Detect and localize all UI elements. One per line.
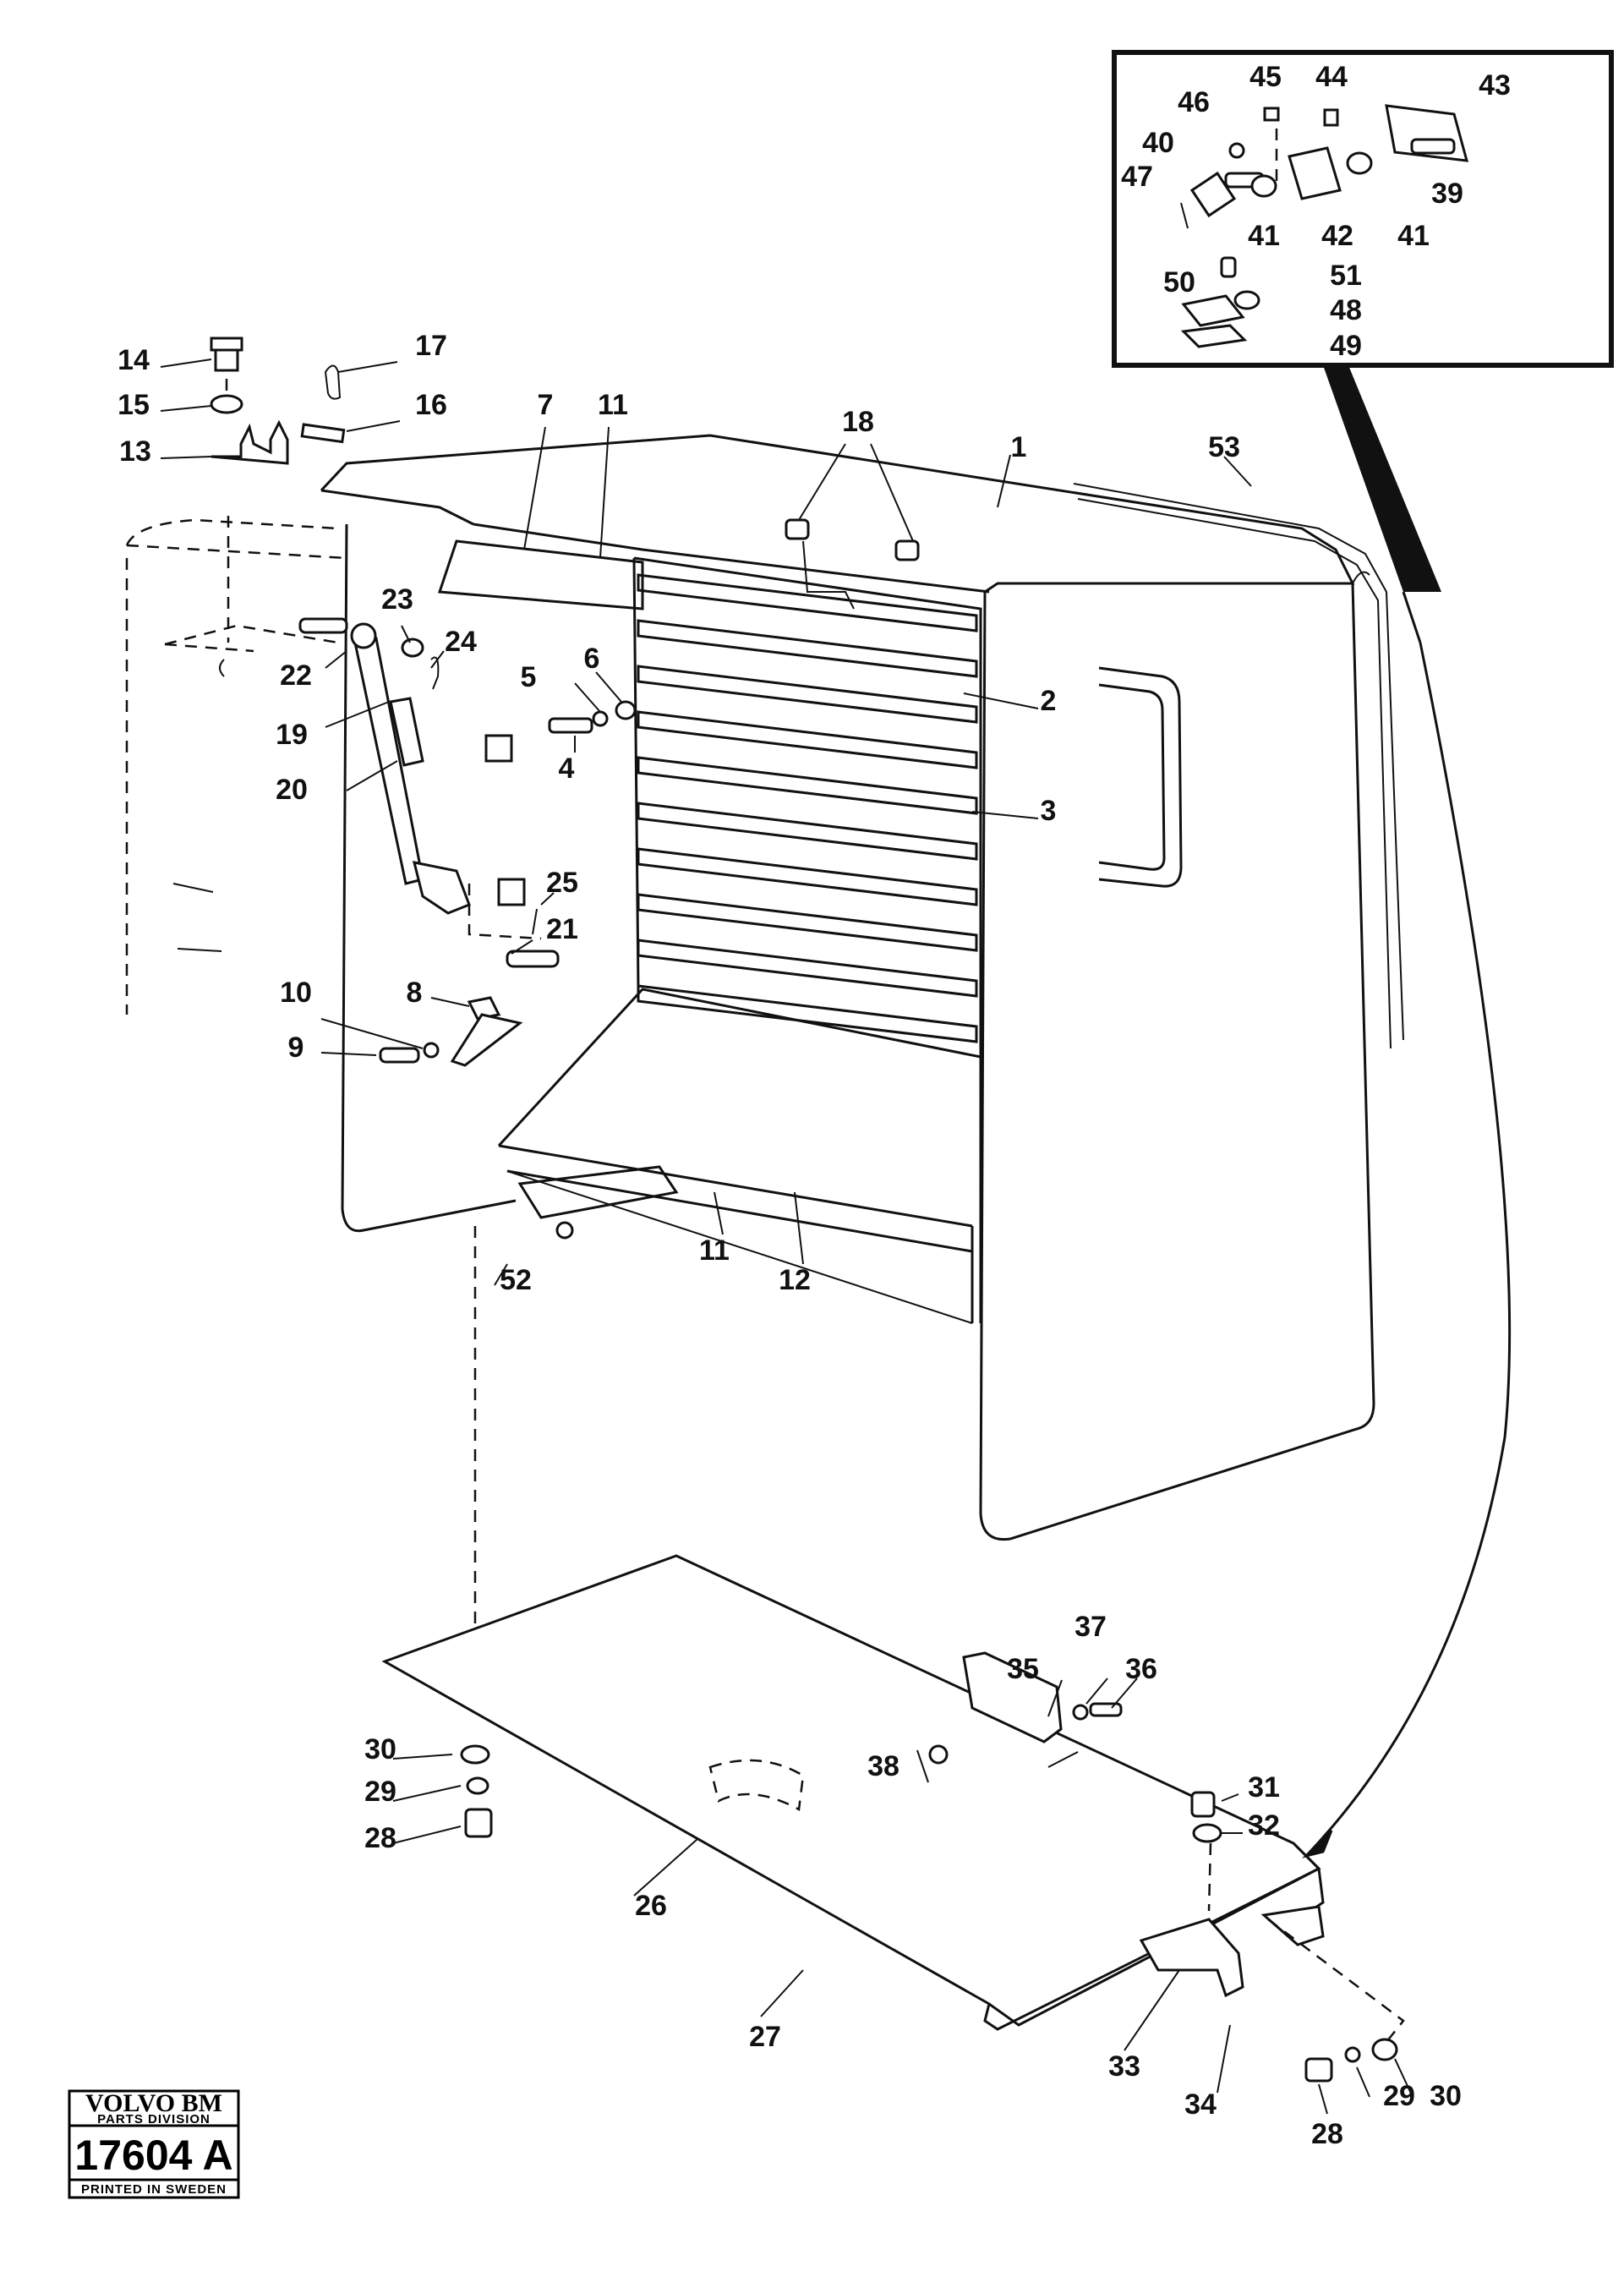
part-label-26: 26 — [635, 1890, 667, 1922]
part-label-21: 21 — [546, 913, 578, 945]
gas-spring-assembly — [298, 617, 560, 968]
part-label-24: 24 — [445, 626, 477, 658]
part-label-52: 52 — [500, 1264, 532, 1296]
part-label-48: 48 — [1330, 294, 1362, 326]
part-label-4: 4 — [559, 753, 575, 785]
part-label-8: 8 — [407, 977, 423, 1009]
part-label-29a: 29 — [364, 1776, 396, 1808]
grille-louvres — [637, 573, 978, 1043]
part-label-29b: 29 — [1383, 2080, 1415, 2112]
part-label-30b: 30 — [1430, 2080, 1462, 2112]
part-label-39: 39 — [1431, 178, 1463, 210]
part-label-7: 7 — [538, 389, 554, 421]
part-label-23: 23 — [381, 583, 413, 616]
part-label-44: 44 — [1315, 61, 1348, 93]
part-label-15: 15 — [118, 389, 150, 421]
mounting-frame-outline — [125, 516, 542, 1015]
part-label-53: 53 — [1208, 431, 1240, 463]
part-label-49: 49 — [1330, 330, 1362, 362]
part-label-37: 37 — [1074, 1611, 1107, 1643]
part-label-30a: 30 — [364, 1733, 396, 1765]
stamp-brand: VOLVO BM — [85, 2089, 222, 2117]
part-label-14: 14 — [118, 344, 150, 376]
part-label-17: 17 — [415, 330, 447, 362]
louvre-slat — [637, 939, 978, 998]
part-label-41b: 41 — [1397, 220, 1430, 252]
part-label-47: 47 — [1121, 161, 1153, 193]
part-label-35: 35 — [1007, 1653, 1039, 1685]
hinge-bracket-assembly — [210, 337, 346, 465]
part-label-2: 2 — [1041, 685, 1057, 717]
part-label-45: 45 — [1249, 61, 1282, 93]
hood-housing — [320, 434, 1404, 1541]
louvre-slat — [637, 619, 978, 678]
part-label-28b: 28 — [1311, 2118, 1343, 2150]
part-label-25: 25 — [546, 867, 578, 899]
part-label-31: 31 — [1248, 1771, 1280, 1804]
part-label-19: 19 — [276, 719, 308, 751]
part-label-11b: 11 — [699, 1234, 730, 1267]
louvre-slat — [637, 573, 978, 632]
part-label-46: 46 — [1178, 86, 1210, 118]
part-label-11a: 11 — [598, 389, 628, 421]
louvre-slat — [637, 756, 978, 815]
part-label-33: 33 — [1108, 2050, 1140, 2083]
part-label-40: 40 — [1142, 127, 1174, 159]
part-label-32: 32 — [1248, 1809, 1280, 1842]
part-label-22: 22 — [280, 660, 312, 692]
louvre-slat — [637, 984, 978, 1043]
detail-inset — [1112, 50, 1614, 1858]
latch-assembly — [379, 996, 574, 1240]
louvre-slat — [637, 802, 978, 861]
part-label-42: 42 — [1321, 220, 1353, 252]
part-label-28a: 28 — [364, 1822, 396, 1854]
part-label-13: 13 — [119, 435, 151, 468]
part-label-20: 20 — [276, 774, 308, 806]
part-label-41a: 41 — [1248, 220, 1280, 252]
part-label-3: 3 — [1041, 795, 1057, 827]
part-label-51: 51 — [1330, 260, 1362, 292]
stamp-drawing-number: 17604 A — [74, 2132, 232, 2179]
stamp-division: PARTS DIVISION — [97, 2112, 211, 2126]
part-label-5: 5 — [521, 661, 537, 693]
part-label-34: 34 — [1184, 2088, 1217, 2121]
part-label-38: 38 — [867, 1750, 899, 1782]
louvre-slat — [637, 710, 978, 769]
louvre-fasteners — [548, 518, 920, 734]
part-label-10: 10 — [280, 977, 312, 1009]
part-label-50: 50 — [1163, 266, 1195, 298]
louvre-slat — [637, 665, 978, 724]
part-label-36: 36 — [1125, 1653, 1157, 1685]
part-label-18: 18 — [842, 406, 874, 438]
part-label-16: 16 — [415, 389, 447, 421]
part-label-12: 12 — [779, 1264, 811, 1296]
drawing-stamp: VOLVO BM PARTS DIVISION 17604 A PRINTED … — [68, 2089, 240, 2199]
louvre-slat — [637, 847, 978, 906]
floor-plate — [381, 1226, 1405, 2083]
bottom-trough — [497, 988, 982, 1324]
part-label-9: 9 — [288, 1032, 304, 1064]
stamp-printed: PRINTED IN SWEDEN — [81, 2182, 227, 2197]
part-label-43: 43 — [1479, 69, 1511, 101]
louvre-slat — [637, 893, 978, 952]
part-label-27: 27 — [749, 2021, 781, 2053]
part-label-6: 6 — [584, 643, 600, 675]
part-label-1: 1 — [1011, 431, 1027, 463]
leader-lines — [160, 359, 1413, 2115]
